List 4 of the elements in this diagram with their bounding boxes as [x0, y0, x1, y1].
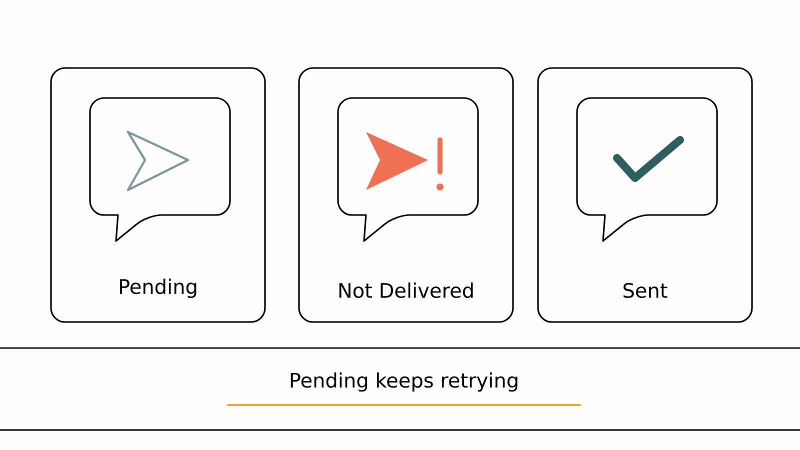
status-card: Not Delivered: [298, 67, 514, 323]
caption-text: Pending keeps retrying: [290, 372, 518, 392]
status-card: Sent: [537, 67, 753, 323]
status-card: Pending: [50, 67, 266, 323]
